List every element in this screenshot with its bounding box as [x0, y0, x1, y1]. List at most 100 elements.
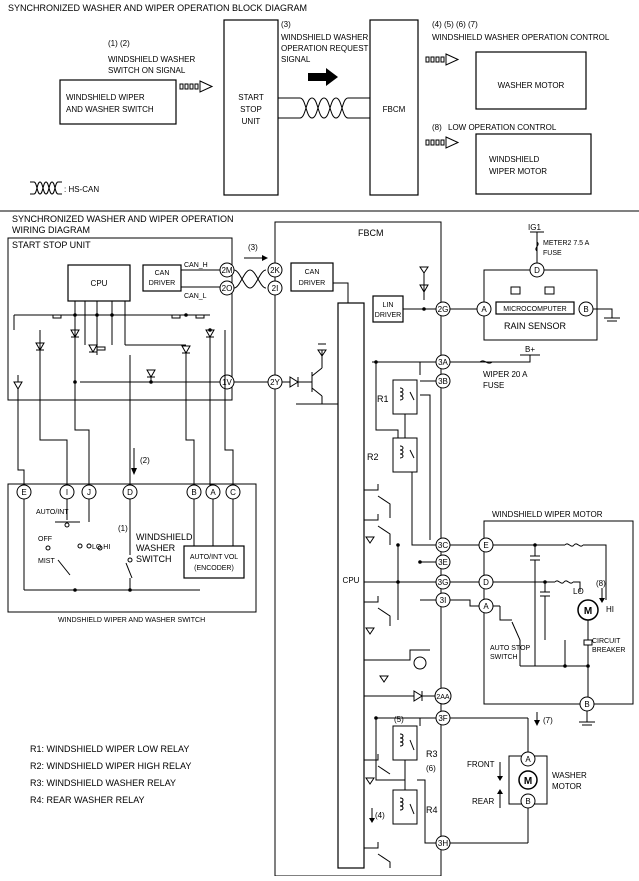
fbcm-can-driver [290, 262, 334, 292]
label-n3-wiring: (3) [248, 243, 258, 252]
sw-off: OFF [38, 536, 52, 543]
ssu-pins [219, 262, 235, 390]
ws-pin-A: A [525, 755, 531, 764]
pin-2O-label: 2O [222, 284, 233, 293]
sw-mist: MIST [38, 558, 55, 565]
relay-r4 [392, 789, 418, 825]
rs-pin-D: D [534, 266, 540, 275]
pin-2Y-label: 2Y [270, 378, 280, 387]
pin-sw-B-label: B [191, 488, 196, 497]
label-n4: (4) [375, 811, 385, 820]
ssu-cpu-label: CPU [91, 279, 108, 288]
relay-r3 [392, 725, 418, 761]
sw-washer-label-2: WASHER [136, 543, 176, 553]
washer-front-label: FRONT [467, 760, 495, 769]
sw-washer-label-1: WINDSHIELD [136, 532, 193, 542]
rain-sensor-microcomputer [495, 301, 575, 315]
fbcm-block-label: FBCM [383, 105, 406, 114]
washer-motor-block [475, 51, 587, 110]
switch-block-label-2: AND WASHER SWITCH [66, 105, 154, 114]
pin-3I-label: 3I [440, 596, 447, 605]
wiper-motor-block-label-2: WIPER MOTOR [489, 167, 547, 176]
ssu-label-2: STOP [240, 105, 262, 114]
fbcm-lin-driver [372, 295, 404, 323]
ssu-label-1: START [238, 93, 264, 102]
fbcm-can-driver-label-1: CAN [305, 269, 320, 276]
meter-fuse-label-2: FUSE [543, 250, 562, 257]
label-n5: (5) [394, 715, 404, 724]
wm-pin-A: A [483, 602, 489, 611]
block-diagram-title: SYNCHRONIZED WASHER AND WIPER OPERATION … [8, 3, 307, 13]
relay-r2-label: R2 [367, 452, 379, 462]
sw-n1: (1) [118, 524, 128, 533]
fbcm-cpu-label: CPU [343, 576, 360, 585]
sw-auto-int: AUTO/INT [36, 509, 69, 516]
washer-motor-label-1: WASHER [552, 771, 587, 780]
meter-fuse-label-1: METER2 7.5 A [543, 240, 590, 247]
pin-3B-label: 3B [438, 377, 448, 386]
signal-arrow-switch-to-ssu [179, 80, 214, 93]
pin-sw-J-label: J [87, 488, 91, 497]
ssu-fbcm-can-twisted-pair [233, 269, 267, 289]
switch-pins [16, 484, 241, 500]
wm-pin-E: E [483, 541, 488, 550]
washer-motor-pins [520, 751, 536, 809]
pin-2AA-label: 2AA [436, 694, 450, 701]
label-request-1: WINDSHIELD WASHER [281, 33, 368, 42]
fbcm-block [369, 19, 419, 196]
label-washer-on-2: SWITCH ON SIGNAL [108, 66, 186, 75]
lin-driver-label-1: LIN [383, 302, 394, 309]
relay-r1-label: R1 [377, 394, 389, 404]
fbcm-input-transistor [282, 343, 338, 405]
start-stop-unit-block [223, 19, 279, 196]
signal-arrow-fbcm-to-washer [425, 53, 460, 66]
wiper-motor-internals [493, 543, 607, 726]
wiper-lo-label: LO [573, 587, 584, 596]
hs-can-twisted-pair [278, 97, 370, 119]
encoder-label-2: (ENCODER) [194, 565, 234, 572]
pin-sw-C-label: C [230, 488, 236, 497]
pin-sw-D-label: D [127, 488, 133, 497]
relay-r1 [392, 379, 418, 415]
pin-2I [267, 280, 283, 296]
relay-r2 [392, 437, 418, 473]
pin-2K [267, 262, 283, 278]
ws-pin-B: B [525, 797, 530, 806]
fbcm-can-driver-label-2: DRIVER [299, 280, 325, 287]
wiper-motor-m: M [584, 606, 592, 617]
rain-sensor-label: RAIN SENSOR [504, 321, 567, 331]
hs-can-legend-label: : HS-CAN [64, 185, 99, 194]
ssu-label-3: UNIT [242, 117, 261, 126]
label-n12: (1) (2) [108, 39, 130, 48]
ssu-internal-circuit [13, 301, 222, 440]
fbcm-lin-supply [419, 266, 429, 311]
start-stop-unit-box [7, 237, 233, 401]
washer-motor-label-2: MOTOR [552, 782, 582, 791]
pin-1V-label: 1V [222, 378, 232, 387]
can-l-label: CAN_L [184, 293, 207, 300]
ssu-can-driver-label-1: CAN [155, 270, 170, 277]
label-n4567: (4) (5) (6) (7) [432, 20, 478, 29]
switch-box-caption: WINDSHIELD WIPER AND WASHER SWITCH [58, 617, 205, 624]
auto-stop-label-1: AUTO STOP [490, 645, 531, 652]
wiper-hi-label: HI [606, 605, 614, 614]
wiper-motor-pins [478, 537, 595, 712]
signal-arrow-fbcm-to-wiper [425, 136, 460, 149]
legend-r2: R2: WINDSHIELD WIPER HIGH RELAY [30, 761, 191, 771]
ssu-to-switch-wires [17, 330, 234, 486]
washer-motor-symbol [518, 770, 538, 790]
pin-3C-label: 3C [438, 541, 448, 550]
label-n8-block: (8) [432, 123, 442, 132]
label-low-ctrl: LOW OPERATION CONTROL [448, 123, 557, 132]
can-h-label: CAN_H [184, 262, 208, 269]
ssu-can-driver [142, 264, 182, 292]
hs-can-legend-symbol [30, 181, 62, 195]
washer-motor-m: M [524, 776, 532, 787]
fbcm-cpu [337, 302, 365, 869]
washer-motor-block-label: WASHER MOTOR [498, 81, 565, 90]
label-washer-ctrl: WINDSHIELD WASHER OPERATION CONTROL [432, 33, 610, 42]
pin-3A-label: 3A [438, 358, 448, 367]
pin-2M-label: 2M [221, 266, 232, 275]
label-washer-on-1: WINDSHIELD WASHER [108, 55, 195, 64]
